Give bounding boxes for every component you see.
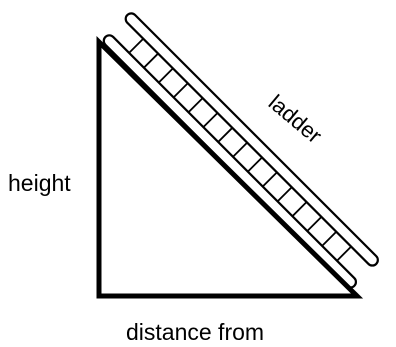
ladder-rung xyxy=(158,67,174,84)
ladder-rung xyxy=(173,82,189,99)
ladder-rung xyxy=(232,142,248,158)
ladder-rung xyxy=(187,97,204,113)
ladder-icon xyxy=(102,12,379,289)
ladder-rung xyxy=(276,186,293,202)
distance-label: distance from xyxy=(126,319,264,345)
ladder-rung xyxy=(128,38,144,54)
ladder-rung xyxy=(291,201,308,217)
ladder-rungs xyxy=(128,38,352,262)
ladder-rail-upper xyxy=(124,12,379,267)
ladder-rung xyxy=(321,231,337,247)
ladder-rung xyxy=(202,112,219,128)
ladder-rung xyxy=(247,156,263,173)
ladder-rail-lower xyxy=(102,34,358,289)
ladder-rung xyxy=(262,171,278,188)
ladder-rung xyxy=(143,52,159,69)
height-label: height xyxy=(8,170,71,196)
ladder-rung xyxy=(217,127,233,143)
ladder-rung xyxy=(336,245,352,262)
ladder-label: ladder xyxy=(264,90,327,148)
ladder-rung xyxy=(306,216,323,232)
right-triangle-icon xyxy=(96,36,364,299)
